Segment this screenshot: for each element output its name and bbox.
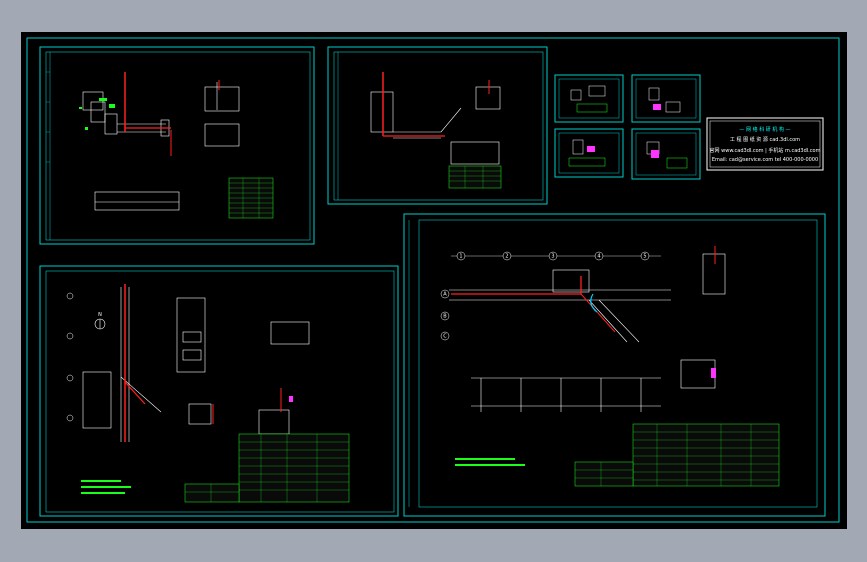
grid-bubble-c: C xyxy=(443,334,447,340)
sheet-bottom-left[interactable]: N xyxy=(39,265,399,517)
grid-bubble-3: 3 xyxy=(551,254,554,260)
grid-bubble-5: 5 xyxy=(643,254,646,260)
thumbnail-sheet-1[interactable] xyxy=(554,74,624,123)
grid-bubble-2: 2 xyxy=(505,254,508,260)
title-line-1: — 网 络 科 研 机 构 — xyxy=(739,126,790,133)
outer-frame xyxy=(26,37,840,523)
grid-bubble-a: A xyxy=(443,292,447,298)
title-block: — 网 络 科 研 机 构 — 工 程 图 纸 资 源 cad.3dl.com … xyxy=(706,117,824,171)
grid-bubble-b: B xyxy=(443,314,447,320)
north-arrow: N xyxy=(94,312,106,330)
thumbnail-sheet-3[interactable] xyxy=(554,128,624,178)
drawing-canvas[interactable]: — 网 络 科 研 机 构 — 工 程 图 纸 资 源 cad.3dl.com … xyxy=(21,32,847,529)
grid-bubble-1: 1 xyxy=(459,254,462,260)
title-line-2: 工 程 图 纸 资 源 cad.3dl.com xyxy=(730,136,800,143)
grid-axis-top: 1 2 3 4 5 xyxy=(451,251,661,261)
material-table xyxy=(574,423,780,487)
sheet-top-middle[interactable] xyxy=(327,46,548,205)
north-label: N xyxy=(98,312,102,318)
material-table xyxy=(448,165,502,189)
material-table xyxy=(228,177,274,219)
thumbnail-sheet-2[interactable] xyxy=(631,74,701,123)
sheet-bottom-right[interactable]: 1 2 3 4 5 A B C xyxy=(403,213,826,517)
grid-bubble-4: 4 xyxy=(597,254,600,260)
title-line-3: 官网 www.cad3dl.com | 手机站 m.cad3dl.com xyxy=(710,147,821,154)
thumbnail-sheet-4[interactable] xyxy=(631,128,701,180)
material-table xyxy=(184,433,350,503)
title-line-4: Email: cad@service.com tel 400-000-0000 xyxy=(712,157,818,163)
sheet-top-left[interactable] xyxy=(39,46,315,245)
grid-axis-side: A B C xyxy=(440,289,450,341)
